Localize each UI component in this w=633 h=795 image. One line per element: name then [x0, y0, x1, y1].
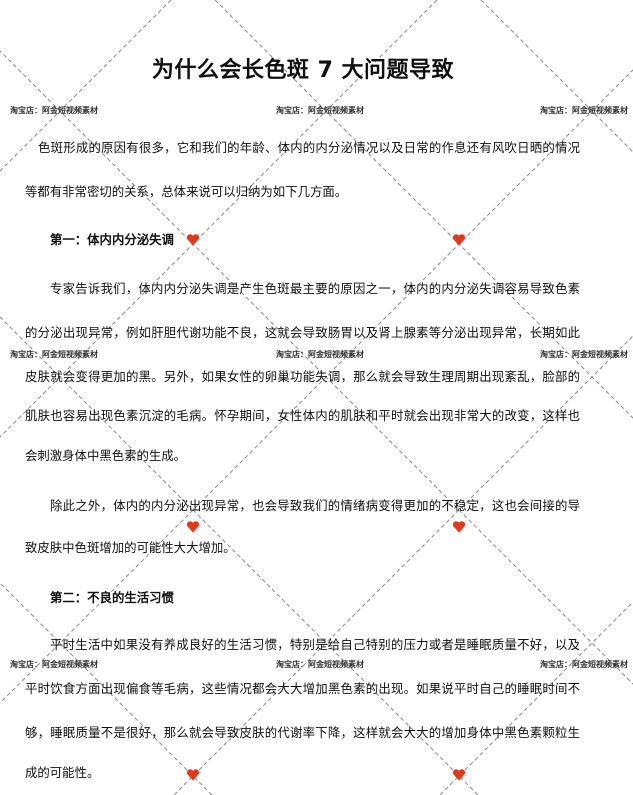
text-line: 肌肤也容易出现色素沉淀的毛病。怀孕期间，女性体内的肌肤和平时就会出现非常大的改变…	[25, 408, 580, 423]
watermark-text: 淘宝店：阿金短视频素材	[540, 660, 628, 669]
watermark-dashed-line	[0, 582, 213, 795]
text-line: 皮肤就会变得更加的黑。另外，如果女性的卵巢功能失调，那么就会导致生理周期出现紊乱…	[25, 369, 580, 384]
heart-icon	[186, 234, 200, 246]
text-line: 平时饮食方面出现偏食等毛病，这些情况都会大大增加黑色素的出现。如果说平时自己的睡…	[25, 681, 580, 696]
text-line: 平时生活中如果没有养成良好的生活习惯，特别是给自己特别的压力或者是睡眠质量不好，…	[50, 637, 580, 652]
section-heading-2: 第二：不良的生活习惯	[50, 590, 174, 605]
watermark-text: 淘宝店：阿金短视频素材	[276, 106, 364, 115]
watermark-text: 淘宝店：阿金短视频素材	[10, 350, 98, 359]
heart-icon	[452, 521, 466, 533]
text-line: 专家告诉我们，体内内分泌失调是产生色斑最主要的原因之一，体内的内分泌失调容易导致…	[50, 281, 580, 296]
text-line: 的分泌出现异常，例如肝胆代谢功能不良，这就会导致肠胃以及肾上腺素等分泌出现异常，…	[25, 325, 580, 340]
watermark-text: 淘宝店：阿金短视频素材	[10, 660, 98, 669]
watermark-dashed-line	[0, 0, 438, 438]
watermark-dashed-line	[480, 0, 633, 153]
watermark-dashed-line	[0, 0, 172, 172]
page-title: 为什么会长色斑 7 大问题导致	[151, 58, 455, 83]
watermark-dashed-line	[439, 601, 633, 795]
text-line: 会刺激身体中黑色素的生成。	[25, 448, 187, 463]
section-heading-1: 第一：体内内分泌失调	[50, 232, 174, 247]
watermark-text: 淘宝店：阿金短视频素材	[276, 350, 364, 359]
text-line: 够，睡眠质量不是很好，那么就会导致皮肤的代谢率下降，这样就会大大的增加身体中黑色…	[25, 725, 580, 740]
heart-icon	[452, 769, 466, 781]
text-line: 除此之外，体内的内分泌出现异常，也会导致我们的情绪病变得更加的不稳定，这也会间接…	[50, 498, 580, 513]
watermark-text: 淘宝店：阿金短视频素材	[540, 350, 628, 359]
text-line: 等都有非常密切的关系，总体来说可以归纳为如下几方面。	[25, 184, 348, 199]
text-line: 成的可能性。	[25, 765, 100, 780]
heart-icon	[452, 234, 466, 246]
heart-icon	[186, 769, 200, 781]
watermark-text: 淘宝店：阿金短视频素材	[10, 106, 98, 115]
watermark-text: 淘宝店：阿金短视频素材	[540, 106, 628, 115]
watermark-dashed-line	[0, 316, 479, 795]
heart-icon	[186, 521, 200, 533]
text-line: 色斑形成的原因有很多，它和我们的年龄、体内的内分泌情况以及日常的作息还有风吹日晒…	[38, 140, 580, 155]
watermark-dashed-line	[214, 0, 633, 419]
watermark-text: 淘宝店：阿金短视频素材	[276, 660, 364, 669]
text-line: 致皮肤中色斑增加的可能性大大增加。	[25, 540, 236, 555]
watermark-dashed-line	[173, 335, 633, 795]
